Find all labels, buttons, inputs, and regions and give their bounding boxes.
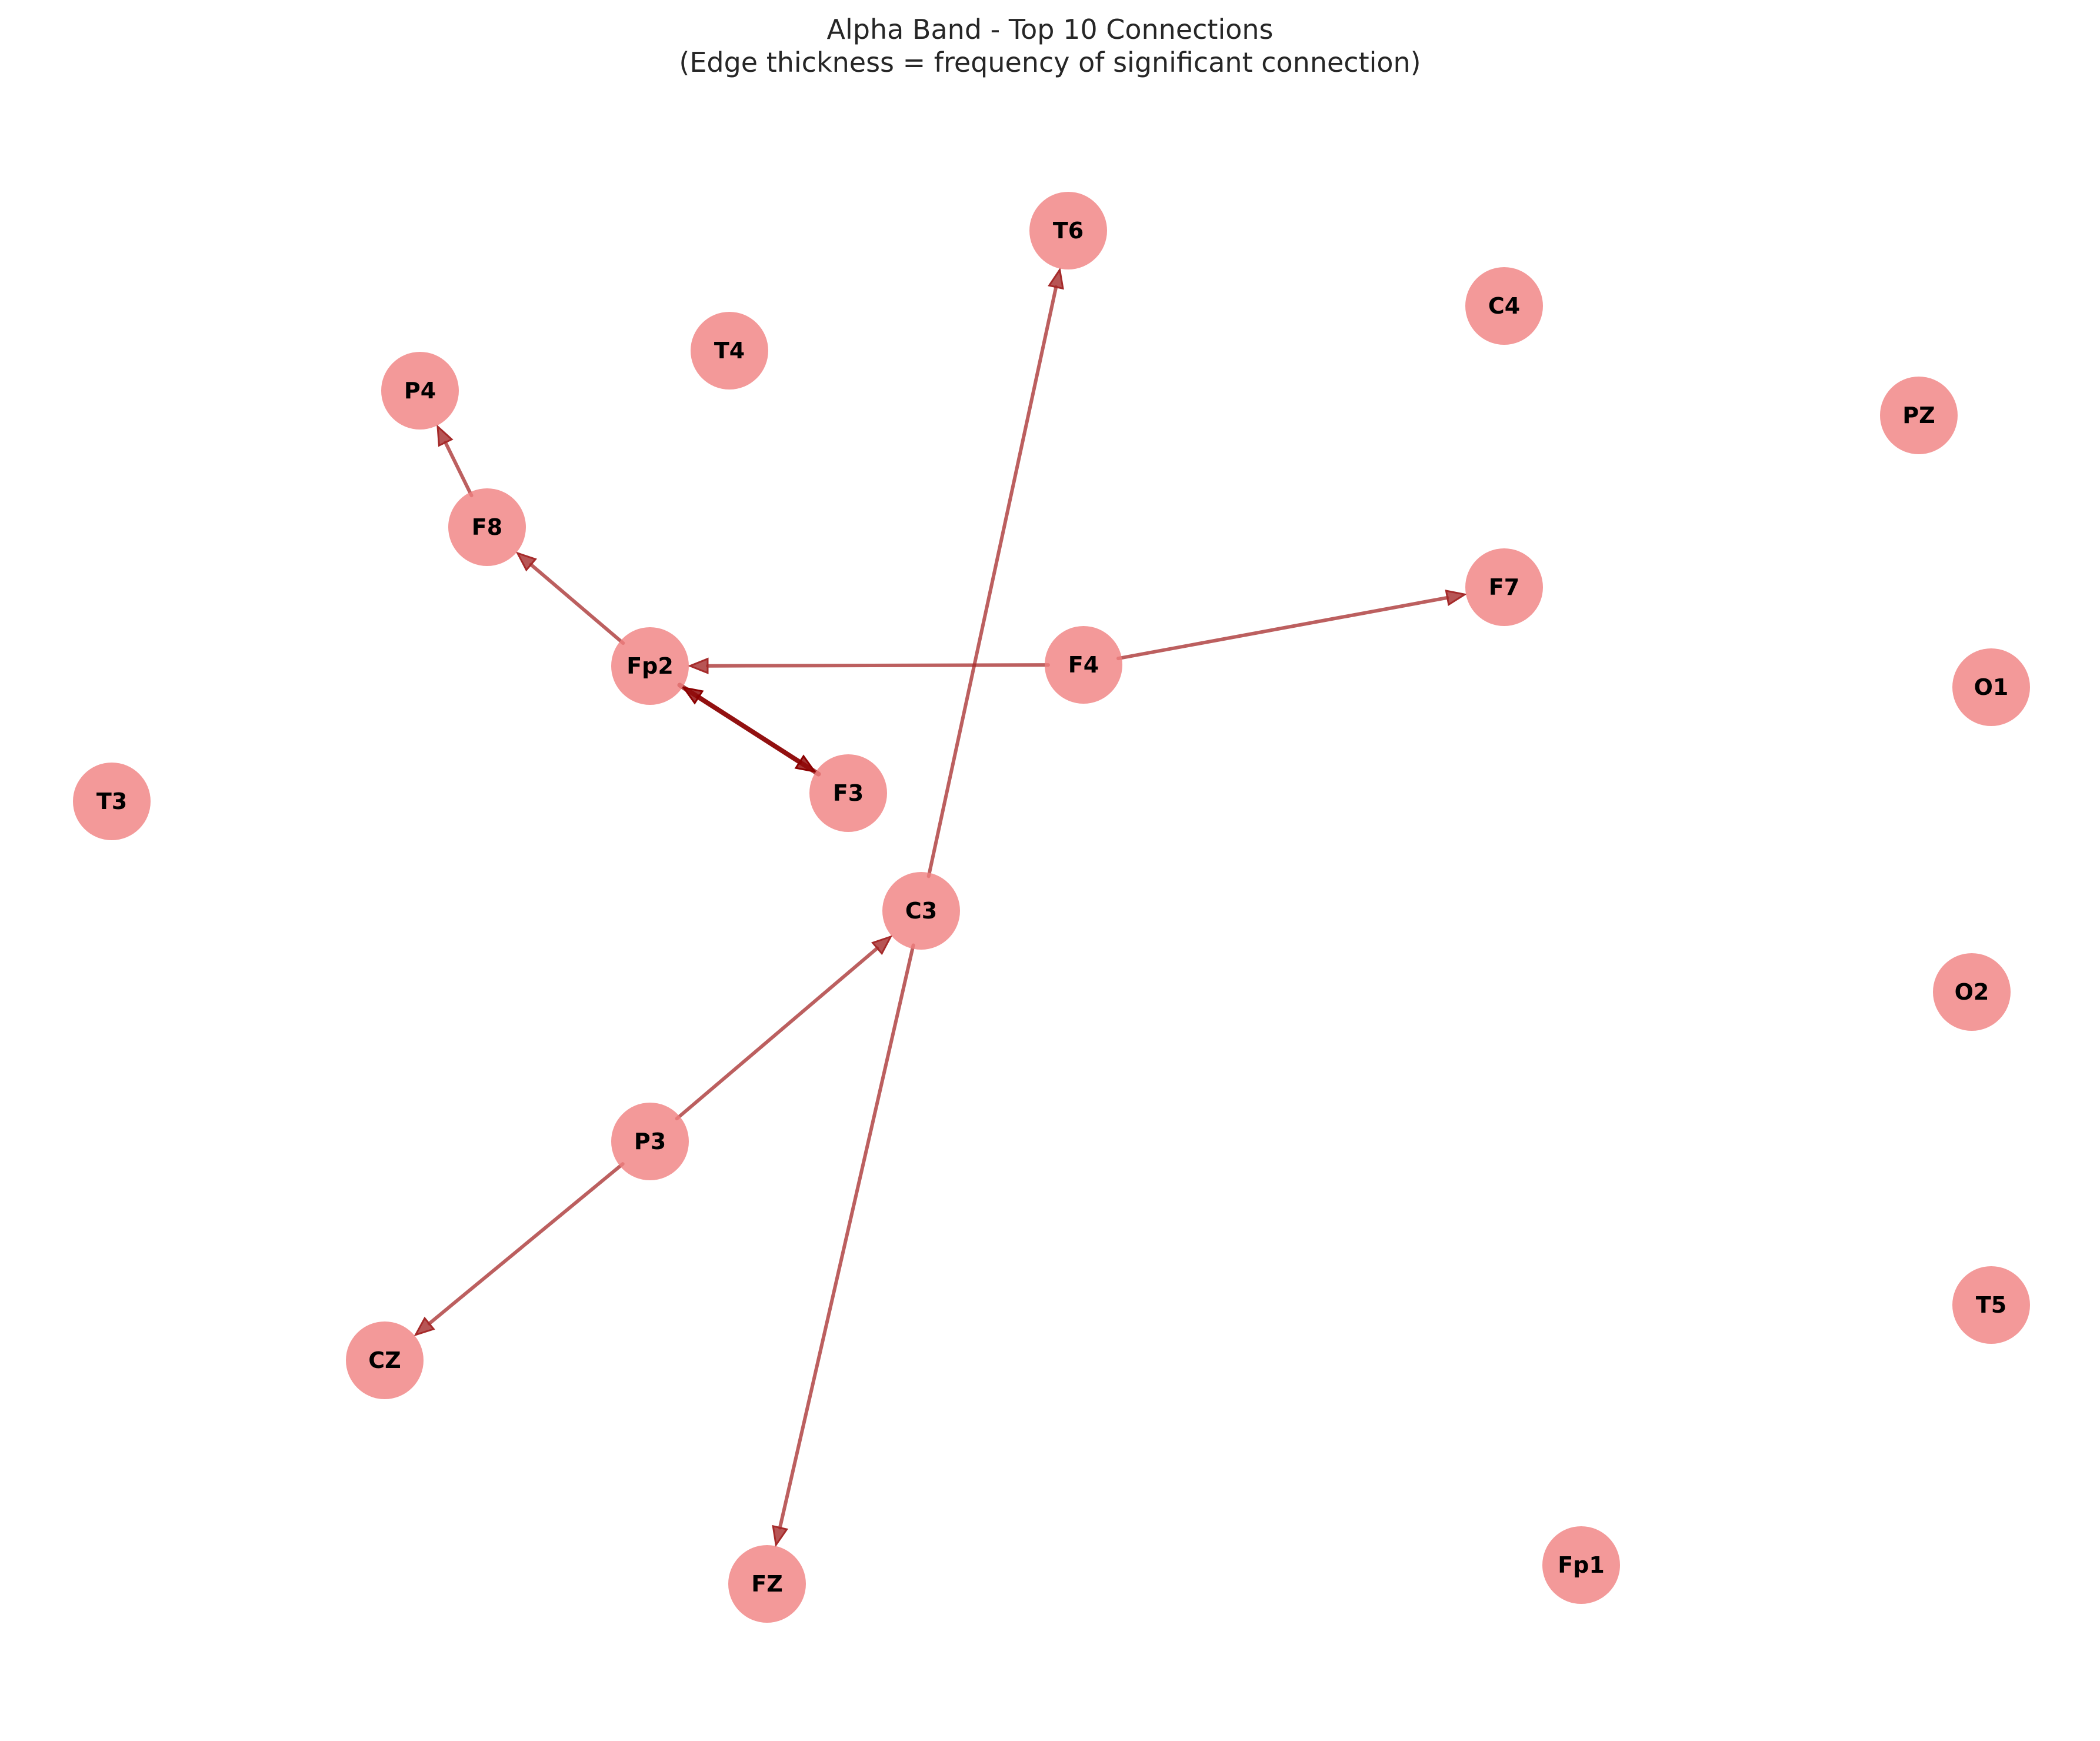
node-label: Fp2 xyxy=(626,653,674,679)
arrowhead xyxy=(681,686,704,705)
node-circle xyxy=(809,754,887,832)
node-label: T3 xyxy=(96,788,127,814)
node-f8: F8 xyxy=(448,488,526,566)
arrowhead xyxy=(772,1524,789,1547)
edge-f8-p4 xyxy=(436,424,474,498)
edge-c3-t6 xyxy=(926,267,1064,878)
node-p3: P3 xyxy=(611,1103,689,1180)
node-cz: CZ xyxy=(346,1321,424,1399)
node-t3: T3 xyxy=(73,763,151,840)
edge-c3-fz xyxy=(772,943,915,1547)
node-circle xyxy=(381,352,459,430)
arrowhead xyxy=(1445,590,1468,607)
arrowhead xyxy=(687,657,709,674)
node-label: C3 xyxy=(905,898,937,924)
node-label: F7 xyxy=(1489,574,1519,600)
node-label: C4 xyxy=(1488,293,1520,319)
edge-line xyxy=(705,663,1051,668)
node-label: PZ xyxy=(1902,402,1935,428)
edge-line xyxy=(696,694,821,777)
node-f3: F3 xyxy=(809,754,887,832)
edge-line xyxy=(444,440,474,498)
edge-line xyxy=(778,943,915,1530)
node-label: T4 xyxy=(714,338,745,364)
edges-layer xyxy=(414,267,1468,1547)
edge-f4-f7 xyxy=(1116,590,1468,661)
node-label: T6 xyxy=(1053,218,1084,244)
node-label: CZ xyxy=(368,1347,401,1373)
node-circle xyxy=(1465,548,1543,626)
node-label: F8 xyxy=(472,514,502,540)
arrowhead xyxy=(436,424,454,447)
node-label: T5 xyxy=(1976,1292,2006,1318)
node-circle xyxy=(691,312,768,390)
node-circle xyxy=(1045,626,1122,704)
edge-line xyxy=(675,946,879,1121)
node-circle xyxy=(1465,267,1543,345)
node-fz: FZ xyxy=(728,1545,806,1623)
chart-title: Alpha Band - Top 10 Connections (Edge th… xyxy=(0,13,2100,79)
node-label: Fp1 xyxy=(1558,1552,1605,1578)
edge-fp2-f8 xyxy=(515,551,625,645)
edge-f4-fp2 xyxy=(687,657,1051,674)
node-circle xyxy=(611,1103,689,1180)
node-t5: T5 xyxy=(1952,1266,2030,1344)
node-label: P4 xyxy=(404,378,436,404)
node-circle xyxy=(1952,1266,2030,1344)
node-circle xyxy=(1933,953,2011,1031)
node-circle xyxy=(1029,192,1107,269)
title-line-2: (Edge thickness = frequency of significa… xyxy=(679,46,1421,78)
node-circle xyxy=(448,488,526,566)
arrowhead xyxy=(871,935,893,956)
node-f7: F7 xyxy=(1465,548,1543,626)
node-circle xyxy=(346,1321,424,1399)
edge-line xyxy=(427,1162,625,1326)
node-circle xyxy=(1880,377,1958,454)
arrowhead xyxy=(1048,267,1064,290)
edge-line xyxy=(529,562,625,645)
node-circle xyxy=(1542,1526,1620,1604)
node-circle xyxy=(611,627,689,705)
node-c3: C3 xyxy=(882,872,960,950)
node-label: O1 xyxy=(1974,674,2009,700)
node-p4: P4 xyxy=(381,352,459,430)
node-fp1: Fp1 xyxy=(1542,1526,1620,1604)
edge-line xyxy=(926,285,1058,878)
title-line-1: Alpha Band - Top 10 Connections xyxy=(826,14,1274,45)
arrowhead xyxy=(515,551,537,572)
node-t4: T4 xyxy=(691,312,768,390)
node-o1: O1 xyxy=(1952,648,2030,726)
node-label: F3 xyxy=(833,780,864,806)
node-label: P3 xyxy=(634,1129,666,1154)
node-circle xyxy=(882,872,960,950)
arrowhead xyxy=(414,1316,435,1337)
node-label: FZ xyxy=(751,1571,783,1597)
edge-p3-cz xyxy=(414,1162,625,1337)
edge-f3-fp2 xyxy=(681,686,821,777)
node-label: O2 xyxy=(1955,979,1989,1005)
edge-p3-c3 xyxy=(675,935,893,1121)
node-o2: O2 xyxy=(1933,953,2011,1031)
node-circle xyxy=(728,1545,806,1623)
edge-line xyxy=(1116,595,1449,661)
node-t6: T6 xyxy=(1029,192,1107,269)
node-label: F4 xyxy=(1068,652,1099,678)
node-c4: C4 xyxy=(1465,267,1543,345)
node-pz: PZ xyxy=(1880,377,1958,454)
node-circle xyxy=(1952,648,2030,726)
node-fp2: Fp2 xyxy=(611,627,689,705)
node-circle xyxy=(73,763,151,840)
node-f4: F4 xyxy=(1045,626,1122,704)
